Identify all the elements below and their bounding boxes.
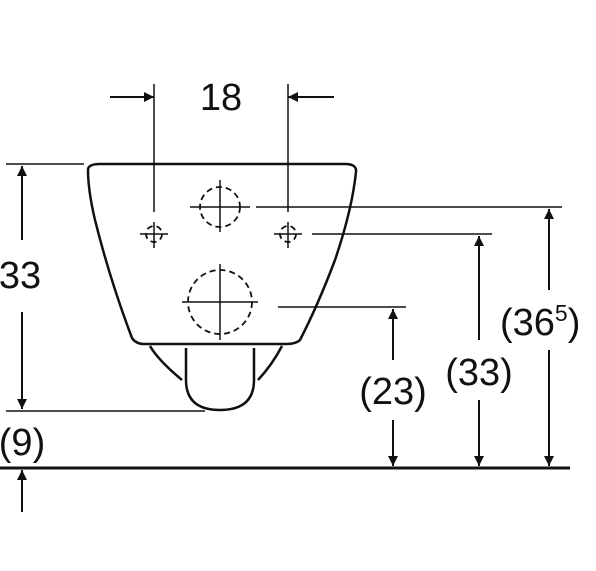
toilet-bowl: [86, 162, 358, 412]
center-marks: [140, 180, 302, 340]
label-height-23: (23): [359, 371, 427, 413]
label-left-height: 33: [0, 255, 41, 297]
label-height-33: (33): [445, 352, 513, 394]
label-height-36-close: ): [568, 302, 581, 344]
dashed-holes: [145, 186, 297, 335]
label-height-36-main: (36: [500, 302, 555, 344]
label-height-36-5: (365): [500, 300, 580, 344]
left-height-dimension: [6, 163, 205, 512]
label-height-36-sup: 5: [555, 300, 568, 326]
top-spacing-dimension: [110, 84, 334, 212]
right-dimensions: [256, 206, 562, 466]
label-left-offset: (9): [0, 422, 45, 464]
label-top-spacing: 18: [200, 77, 242, 119]
